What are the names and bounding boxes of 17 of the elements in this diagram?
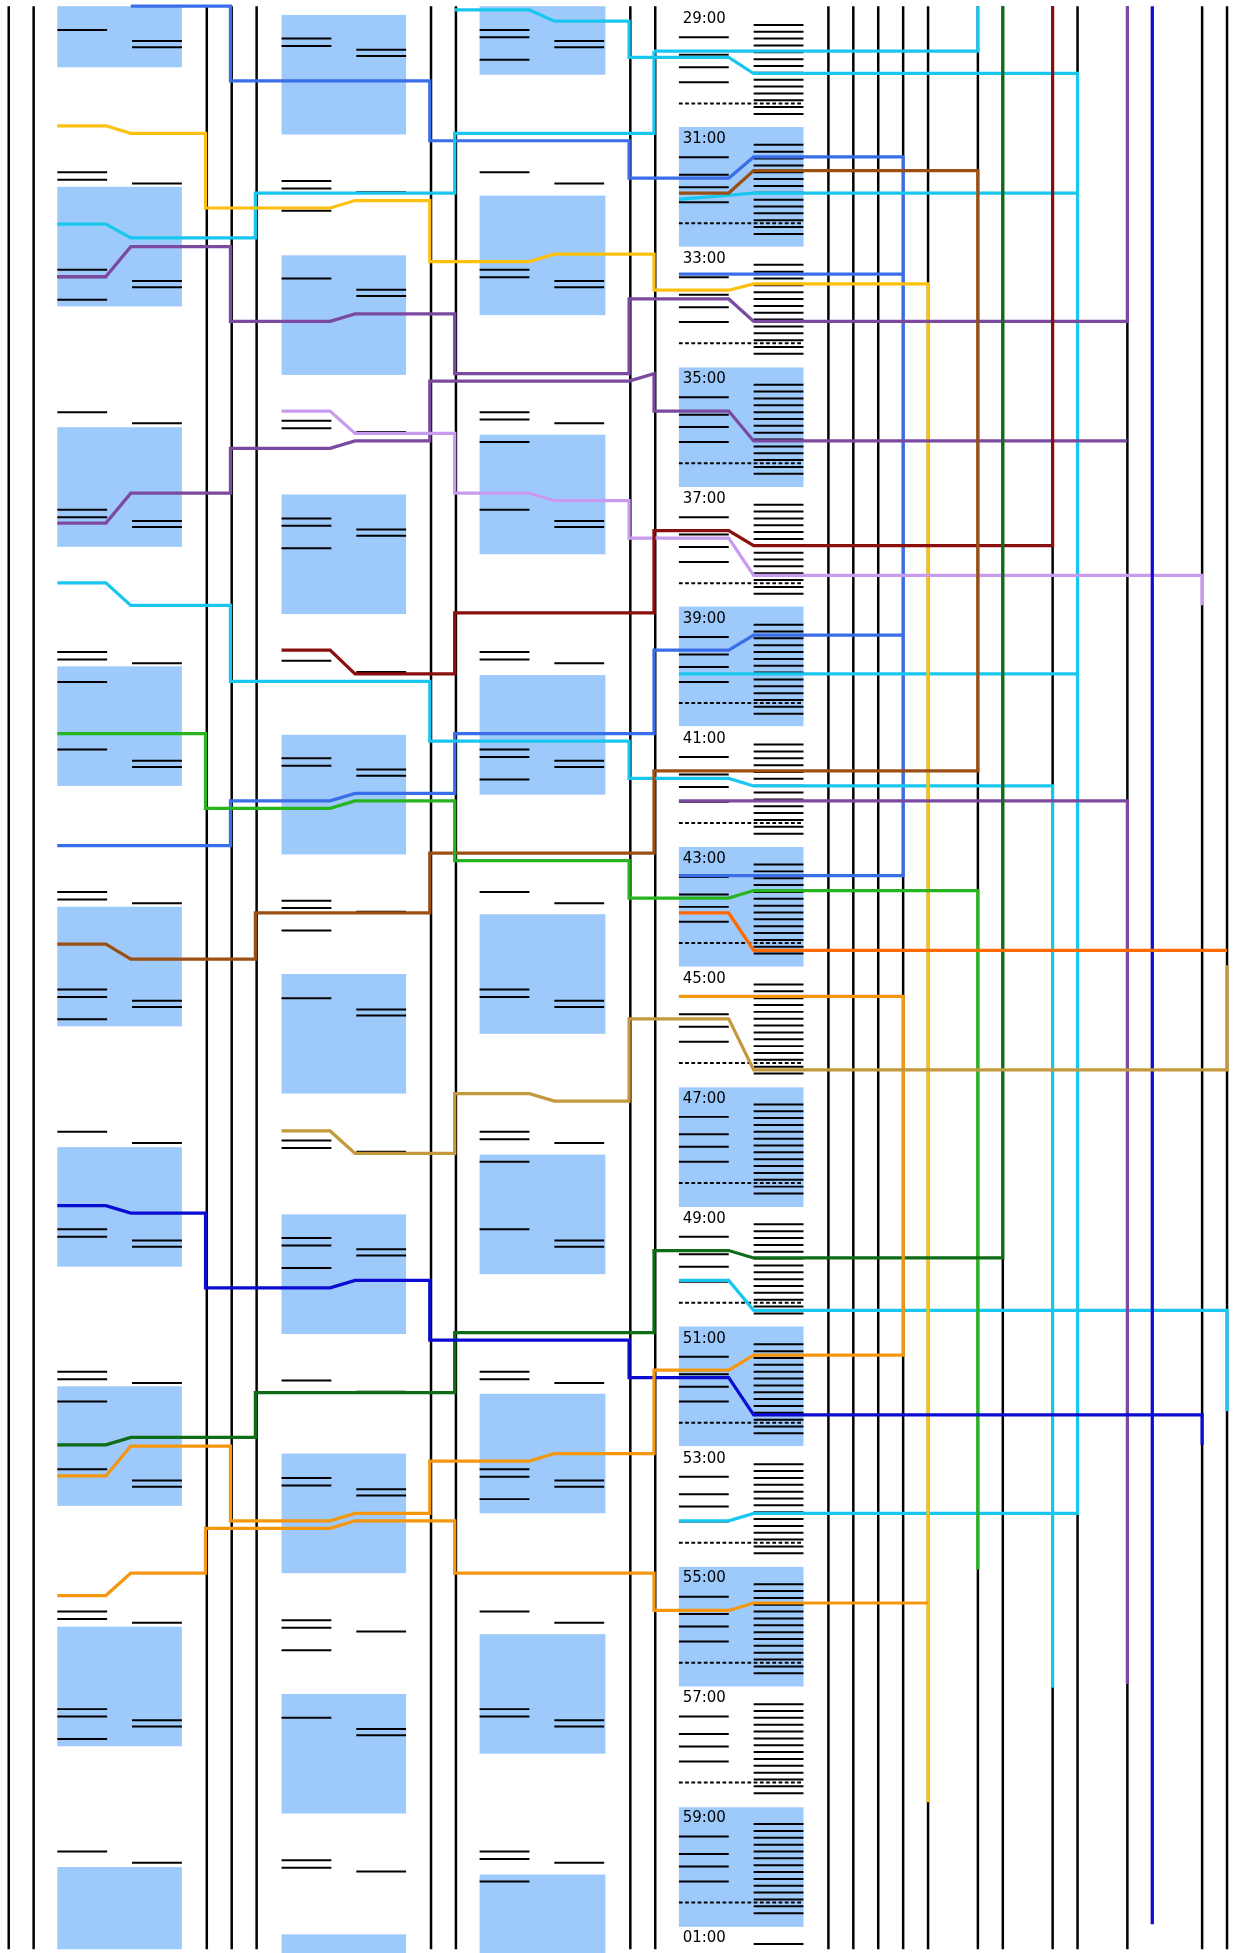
time-label: 43:00 (682, 849, 726, 867)
time-label: 29:00 (682, 9, 726, 27)
time-label: 41:00 (682, 729, 726, 747)
time-label: 55:00 (682, 1569, 726, 1587)
time-label: 49:00 (682, 1209, 726, 1227)
time-label: 33:00 (682, 249, 726, 267)
time-label: 31:00 (682, 129, 726, 147)
time-label: 39:00 (682, 609, 726, 627)
time-label: 01:00 (682, 1929, 726, 1947)
time-label: 51:00 (682, 1329, 726, 1347)
time-label: 57:00 (682, 1689, 726, 1707)
time-label: 47:00 (682, 1089, 726, 1107)
time-label: 35:00 (682, 369, 726, 387)
time-label: 59:00 (682, 1809, 726, 1827)
time-label: 53:00 (682, 1449, 726, 1467)
time-label: 45:00 (682, 969, 726, 987)
time-label: 37:00 (682, 489, 726, 507)
